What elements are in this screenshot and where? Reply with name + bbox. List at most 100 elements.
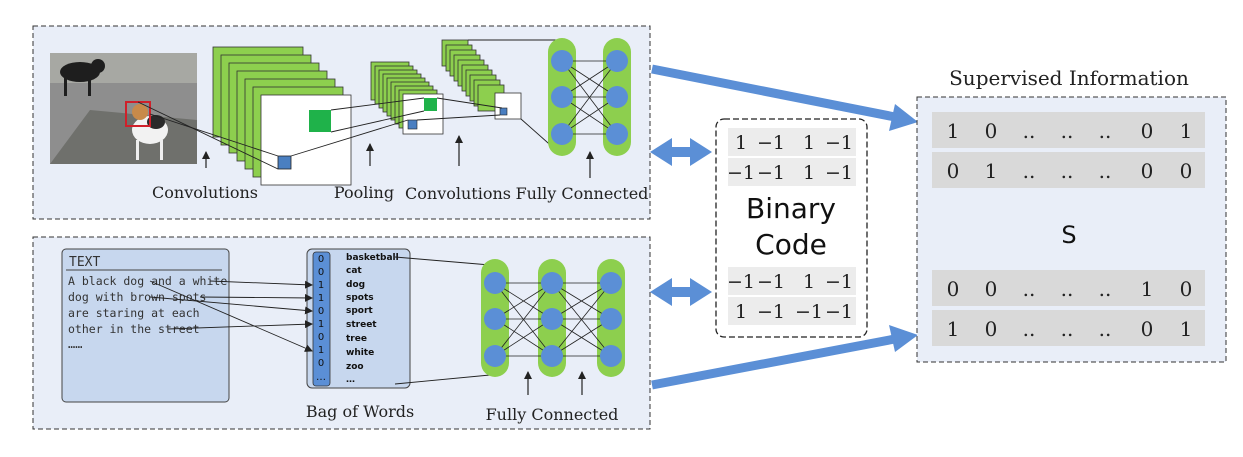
binary-bit: −1 [825, 271, 853, 293]
text-box: TEXT A black dog and a white dog with br… [61, 248, 230, 403]
bow-word: cat [346, 266, 362, 276]
supervision-arrows [651, 64, 918, 390]
similarity-cell: 1 [947, 119, 960, 143]
conv1-blue-patch [277, 155, 292, 170]
image-code-double-arrow [650, 138, 712, 166]
similarity-cell: .. [1099, 277, 1112, 301]
bow-word: tree [346, 334, 367, 344]
fc-node [606, 123, 628, 145]
image-fc-label: Fully Connected [516, 184, 649, 203]
similarity-cell: .. [1061, 119, 1074, 143]
double-arrows [650, 138, 712, 306]
image-network-panel: Convolutions Pooling Convolutions Fully … [32, 25, 651, 220]
similarity-cell: 0 [1141, 317, 1154, 341]
bow-word: … [346, 375, 355, 385]
similarity-cell: 0 [985, 277, 998, 301]
conv1-feature-maps [212, 46, 352, 186]
pool-blue-patch [407, 119, 418, 130]
pooling-label: Pooling [334, 183, 394, 202]
similarity-cell: .. [1099, 119, 1112, 143]
text-to-supervised-arrow [651, 333, 901, 390]
bag-of-words-label: Bag of Words [306, 402, 414, 421]
similarity-cell: .. [1023, 277, 1036, 301]
conv2-label: Convolutions [405, 184, 511, 203]
fc-node [484, 345, 506, 367]
similarity-cell: 0 [985, 119, 998, 143]
bow-word: basketball [346, 253, 399, 263]
bag-of-words-vector: 0 0 1 1 0 1 0 1 0 … basketball cat dog s… [306, 248, 411, 389]
image-label-arrows [202, 135, 594, 178]
pool-green-patch [424, 98, 437, 111]
image-projection-lines [137, 39, 557, 170]
similarity-cell: .. [1061, 317, 1074, 341]
bow-bit: 1 [318, 280, 324, 291]
fc-node [551, 86, 573, 108]
bow-bit: 0 [318, 267, 324, 278]
bow-bit: 0 [318, 254, 324, 265]
binary-bit: −1 [757, 301, 785, 323]
binary-bit: 1 [735, 301, 747, 323]
bow-word: street [346, 320, 377, 330]
bow-bit: 1 [318, 345, 324, 356]
binary-bit: 1 [803, 162, 815, 184]
bow-word: sport [346, 306, 373, 316]
fc-node [606, 50, 628, 72]
bow-word: spots [346, 293, 374, 303]
bow-bit: 0 [318, 306, 324, 317]
binary-bit: −1 [727, 162, 755, 184]
similarity-cell: 0 [947, 277, 960, 301]
fc-node [600, 308, 622, 330]
word-mapping-arrows [149, 256, 491, 385]
binary-code-box: 1 −1 1 −1 −1 −1 1 −1 −1 −1 1 −1 1 −1 −1 … [715, 118, 868, 338]
similarity-cell: .. [1061, 277, 1074, 301]
fc-node [541, 345, 563, 367]
binary-bit: −1 [757, 162, 785, 184]
similarity-cell: 0 [1141, 159, 1154, 183]
fc-node [551, 50, 573, 72]
text-line: are staring at each [68, 306, 200, 320]
bow-word: white [346, 348, 374, 358]
text-network-panel: TEXT A black dog and a white dog with br… [32, 236, 651, 430]
similarity-cell: 1 [1180, 317, 1193, 341]
similarity-cell: .. [1099, 317, 1112, 341]
fc-node [600, 272, 622, 294]
fc-node [484, 272, 506, 294]
similarity-cell: .. [1023, 119, 1036, 143]
similarity-cell: .. [1099, 159, 1112, 183]
fc-node [541, 308, 563, 330]
fc-node [551, 123, 573, 145]
conv2-feature-maps [441, 39, 522, 120]
similarity-cell: .. [1023, 159, 1036, 183]
binary-bit: −1 [727, 271, 755, 293]
binary-bit: −1 [825, 132, 853, 154]
bow-bit: 1 [318, 293, 324, 304]
text-line: dog with brown spots [68, 290, 206, 304]
supervised-information: Supervised Information 1 0 .. .. .. 0 1 … [916, 66, 1227, 363]
dog-photo [50, 53, 197, 164]
similarity-cell: 0 [1180, 159, 1193, 183]
pool-feature-maps [370, 61, 444, 135]
binary-bit: 1 [803, 271, 815, 293]
text-code-double-arrow [650, 278, 712, 306]
fc-node [600, 345, 622, 367]
text-line: other in the street [68, 322, 200, 336]
bow-bit: 0 [318, 358, 324, 369]
text-box-title: TEXT [69, 255, 100, 270]
similarity-cell: .. [1061, 159, 1074, 183]
similarity-cell: 1 [947, 317, 960, 341]
binary-bit: −1 [825, 162, 853, 184]
text-fc-label: Fully Connected [486, 405, 619, 424]
bow-word: dog [346, 280, 365, 290]
bow-word: zoo [346, 362, 364, 372]
fc-node [606, 86, 628, 108]
text-line: A black dog and a white [68, 274, 227, 288]
binary-code-title-line1: Binary [746, 192, 836, 225]
text-label-arrows [524, 371, 586, 395]
text-line-ellipsis: …… [68, 337, 82, 351]
binary-code-title-line2: Code [755, 228, 827, 261]
similarity-cell: 1 [1141, 277, 1154, 301]
binary-bit: −1 [757, 132, 785, 154]
bow-bit: 0 [318, 332, 324, 343]
supervised-title: Supervised Information [949, 66, 1189, 90]
